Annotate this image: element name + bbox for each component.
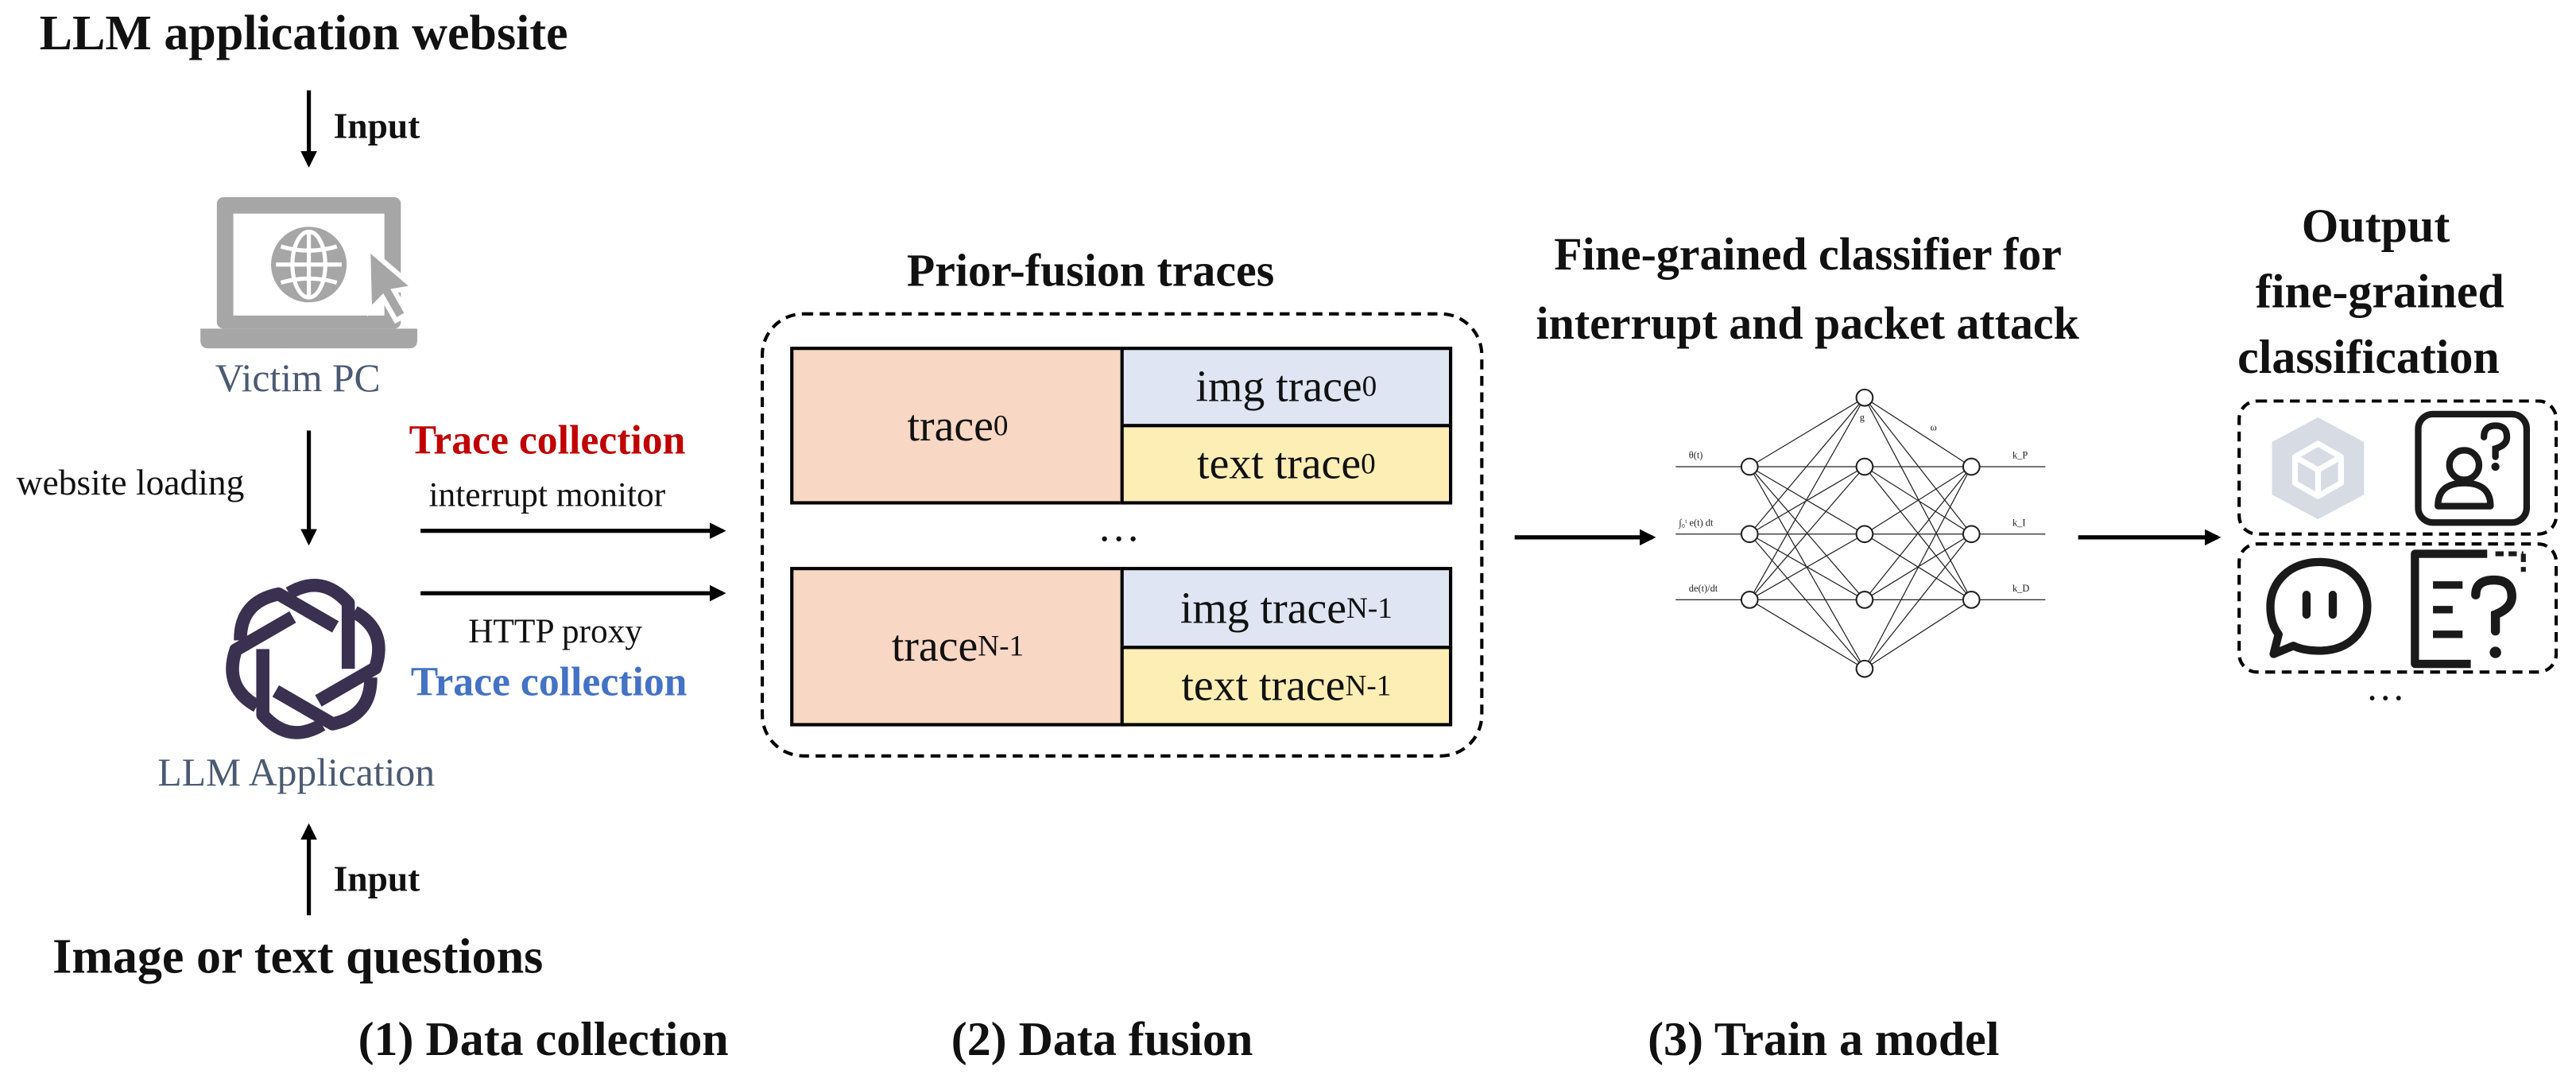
step2-label: (2) Data fusion xyxy=(951,1014,1253,1067)
nn-edge xyxy=(1749,599,1865,669)
nn-edge xyxy=(1864,533,1972,669)
top-title: LLM application website xyxy=(39,6,568,61)
nn-output-1: k_I xyxy=(2012,517,2026,528)
nn-edge xyxy=(1749,397,1865,535)
input-bottom-label: Input xyxy=(333,857,420,899)
interrupt-monitor-label: interrupt monitor xyxy=(428,475,666,514)
nn-input-1: ∫₀ᵗ e(t) dt xyxy=(1678,517,1714,529)
nn-node xyxy=(1740,525,1759,544)
nn-edge xyxy=(1749,466,1865,600)
fusion-title: Prior-fusion traces xyxy=(906,246,1275,298)
output-box-top xyxy=(2237,399,2559,536)
nn-edge xyxy=(1864,397,1972,467)
http-proxy-label: HTTP proxy xyxy=(468,611,643,651)
bottom-title: Image or text questions xyxy=(52,929,544,985)
nn-node xyxy=(1855,591,1874,609)
output-line1: Output xyxy=(2301,200,2450,254)
output-line2: fine-grained xyxy=(2255,266,2504,319)
output-line3: classification xyxy=(2237,332,2500,385)
img-trace-n-label: img trace xyxy=(1180,582,1347,632)
person-question-icon xyxy=(2415,410,2531,526)
neural-network-diagram: θ(t) ∫₀ᵗ e(t) dt de(t)/dt g ω k_P k_I k_… xyxy=(1675,388,2046,678)
text-trace-n-label: text trace xyxy=(1181,660,1346,710)
fusion-frame xyxy=(760,312,1484,758)
nn-edge xyxy=(1864,599,1972,669)
step3-label: (3) Train a model xyxy=(1648,1014,2000,1067)
nn-node xyxy=(1962,591,1981,609)
nn-edge xyxy=(1864,466,1972,535)
step1-label: (1) Data collection xyxy=(358,1014,729,1067)
nn-edge xyxy=(1749,397,1865,600)
nn-input-2: de(t)/dt xyxy=(1689,583,1718,594)
output-ellipsis: … xyxy=(2365,667,2405,710)
trace-collection-red: Trace collection xyxy=(409,419,686,464)
text-trace-0-sub: 0 xyxy=(1361,447,1376,480)
victim-pc-label: Victim PC xyxy=(215,358,381,401)
nn-node xyxy=(1855,388,1874,407)
nn-edge xyxy=(1749,466,1865,535)
trace-n-sub: N-1 xyxy=(978,629,1025,662)
nn-edge xyxy=(1864,397,1972,600)
nn-edge xyxy=(1749,533,1865,600)
trace-0-sub: 0 xyxy=(993,408,1009,441)
text-trace-n-sub: N-1 xyxy=(1345,669,1392,702)
nn-edge xyxy=(1749,533,1865,669)
nn-output-2: k_D xyxy=(2012,583,2029,594)
cube-hex-icon xyxy=(2272,417,2365,520)
classifier-title-line1: Fine-grained classifier for xyxy=(1554,230,2062,281)
nn-hidden-label: g xyxy=(1860,412,1865,423)
nn-node xyxy=(1855,659,1874,678)
nn-node xyxy=(1740,591,1759,609)
nn-input-0: θ(t) xyxy=(1689,450,1703,461)
img-trace-0-sub: 0 xyxy=(1362,370,1377,403)
llm-application-label: LLM Application xyxy=(157,752,436,796)
input-top-label: Input xyxy=(333,105,420,146)
nn-edge xyxy=(1749,466,1865,669)
document-question-icon xyxy=(2411,549,2526,669)
text-trace-0-label: text trace xyxy=(1197,438,1362,488)
nn-node xyxy=(1962,525,1981,544)
img-trace-n-sub: N-1 xyxy=(1346,591,1393,624)
img-trace-0-label: img trace xyxy=(1195,361,1362,411)
chat-bubble-icon xyxy=(2266,557,2372,658)
trace-0-label: trace xyxy=(907,400,994,450)
fusion-ellipsis: … xyxy=(1097,502,1141,551)
nn-node xyxy=(1740,457,1759,476)
nn-edge xyxy=(1864,466,1972,600)
nn-edge xyxy=(1864,466,1972,669)
nn-node xyxy=(1855,525,1874,544)
laptop-globe-icon xyxy=(200,197,420,349)
trace-n-label: trace xyxy=(891,621,978,671)
nn-output-0: k_P xyxy=(2012,450,2028,461)
classifier-title-line2: interrupt and packet attack xyxy=(1536,299,2079,351)
website-loading-label: website loading xyxy=(16,461,245,503)
nn-weight-label: ω xyxy=(1931,422,1937,433)
nn-node xyxy=(1962,457,1981,476)
output-box-bottom xyxy=(2237,542,2559,674)
nn-edge xyxy=(1864,397,1972,535)
nn-edge xyxy=(1749,397,1865,467)
llm-logo-icon xyxy=(226,578,385,739)
trace-collection-blue: Trace collection xyxy=(410,660,688,705)
nn-node xyxy=(1855,457,1874,476)
